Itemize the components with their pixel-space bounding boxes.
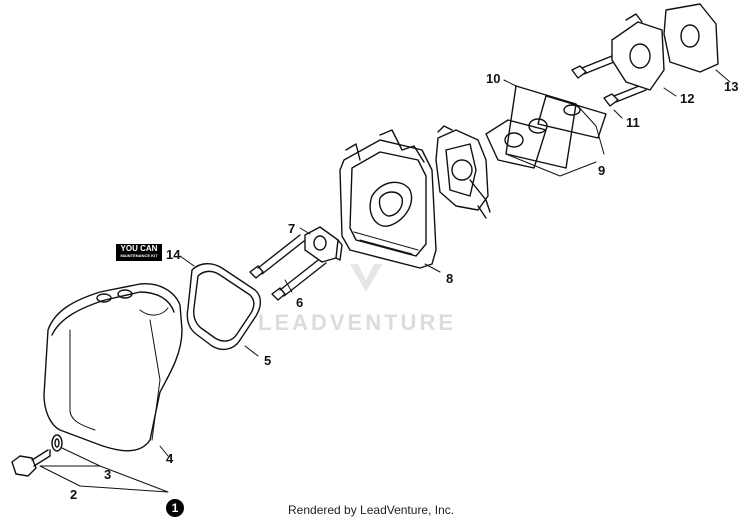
air-filter-housing <box>339 129 437 269</box>
callout-5: 5 <box>264 353 272 368</box>
carburetor <box>435 125 491 219</box>
callout-14: 14 <box>166 247 181 262</box>
air-filter-gasket <box>186 263 262 351</box>
callout-1: 1 <box>166 499 184 517</box>
watermark-text: LEADVENTURE <box>258 310 457 335</box>
knob-screw <box>11 449 51 477</box>
callout-4: 4 <box>166 451 174 466</box>
carburetor-gaskets <box>485 85 607 169</box>
callout-6: 6 <box>296 295 304 310</box>
leader-lines <box>39 69 731 493</box>
spacer <box>304 226 343 263</box>
air-filter-cover <box>43 283 183 452</box>
callout-2: 2 <box>70 487 78 502</box>
callout-11: 11 <box>626 115 640 130</box>
callout-3: 3 <box>104 467 112 482</box>
callout-10: 10 <box>486 71 501 86</box>
kit-badge-title: YOU CAN <box>120 244 158 253</box>
intake-adapter <box>611 13 665 91</box>
screw <box>249 234 327 301</box>
callout-12: 12 <box>680 91 695 106</box>
maintenance-kit-badge: YOU CAN MAINTENANCE KIT <box>116 244 162 261</box>
kit-badge-subtitle: MAINTENANCE KIT <box>120 253 158 258</box>
adapter-gasket <box>663 3 719 73</box>
callout-9: 9 <box>598 163 606 178</box>
washer <box>51 434 63 452</box>
callout-8: 8 <box>446 271 454 286</box>
callout-7: 7 <box>288 221 296 236</box>
watermark-logo-icon <box>346 258 386 303</box>
footer-credit: Rendered by LeadVenture, Inc. <box>288 503 455 517</box>
callout-13: 13 <box>724 79 739 94</box>
